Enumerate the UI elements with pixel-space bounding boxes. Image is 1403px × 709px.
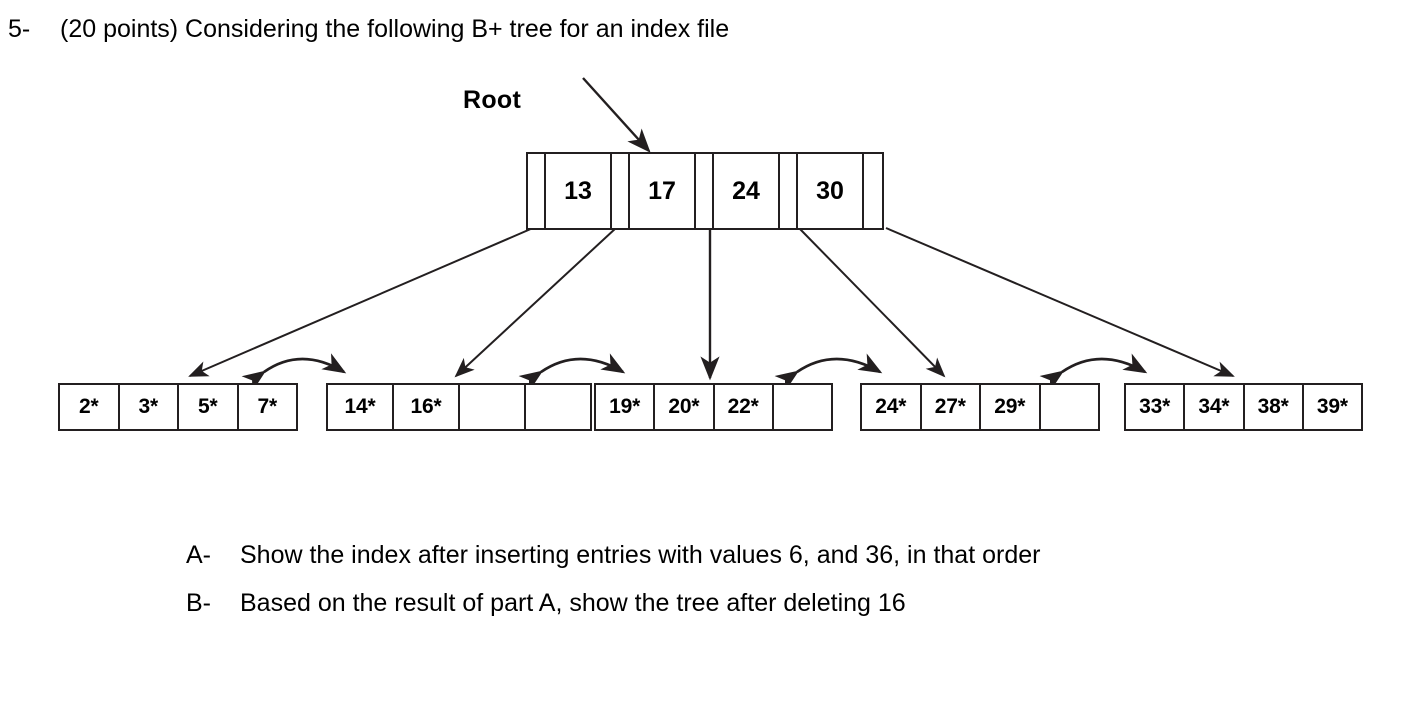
leaf-entry: 14* [328, 385, 394, 429]
sub-question-b-letter: B- [186, 589, 211, 617]
leaf-sibling-arrow-1-2 [241, 353, 347, 392]
root-pointer-cell-4 [864, 154, 882, 228]
leaf-sibling-arrow-3-4 [774, 353, 883, 392]
leaf-entry: 24* [862, 385, 922, 429]
root-pointer-arrow-4 [798, 227, 946, 378]
leaf-entry-empty [773, 385, 831, 429]
leaf-node-2: 14* 16* [326, 383, 592, 431]
leaf-entry-empty [526, 385, 590, 429]
sub-question-a: A- Show the index after inserting entrie… [186, 531, 1286, 579]
root-key-cell-3: 30 [798, 154, 864, 228]
sub-question-b: B- Based on the result of part A, show t… [186, 579, 1286, 627]
leaf-node-3: 19* 20* 22* [594, 383, 833, 431]
leaf-entry: 3* [119, 385, 179, 429]
root-key-cell-2: 24 [714, 154, 780, 228]
root-label: Root [463, 86, 522, 114]
leaf-entry-empty [460, 385, 526, 429]
leaf-entry: 29* [981, 385, 1041, 429]
root-pointer-cell-0 [528, 154, 546, 228]
sub-question-b-text: Based on the result of part A, show the … [240, 589, 906, 617]
root-pointer-cell-2 [696, 154, 714, 228]
sub-question-list: A- Show the index after inserting entrie… [186, 531, 1286, 627]
leaf-entry-empty [1040, 385, 1098, 429]
leaf-node-4: 24* 27* 29* [860, 383, 1100, 431]
leaf-node-5: 33* 34* 38* 39* [1124, 383, 1363, 431]
leaf-entry: 16* [394, 385, 460, 429]
root-key-cell-0: 13 [546, 154, 612, 228]
root-pointer-cell-3 [780, 154, 798, 228]
leaf-sibling-arrow-4-5 [1039, 353, 1148, 392]
root-node: 13 17 24 30 [526, 152, 884, 230]
leaf-entry: 20* [655, 385, 715, 429]
root-key-cell-1: 17 [630, 154, 696, 228]
leaf-entry: 7* [238, 385, 296, 429]
leaf-entry: 19* [596, 385, 656, 429]
sub-question-a-text: Show the index after inserting entries w… [240, 541, 1041, 569]
leaf-entry: 33* [1126, 385, 1186, 429]
leaf-entry: 2* [60, 385, 120, 429]
root-pointer-arrow-5 [885, 227, 1235, 377]
leaf-entry: 39* [1303, 385, 1361, 429]
root-pointer-arrow-2 [454, 227, 617, 378]
root-pointer-arrow-1 [188, 227, 534, 377]
leaf-sibling-arrow-2-3 [518, 353, 626, 392]
leaf-entry: 5* [179, 385, 239, 429]
root-callout-arrow [582, 77, 651, 153]
leaf-entry: 38* [1244, 385, 1304, 429]
leaf-entry: 22* [714, 385, 774, 429]
leaf-entry: 27* [921, 385, 981, 429]
sub-question-a-letter: A- [186, 541, 211, 569]
leaf-entry: 34* [1185, 385, 1245, 429]
question-text: (20 points) Considering the following B+… [60, 15, 730, 43]
question-number: 5- [8, 15, 31, 43]
root-pointer-cell-1 [612, 154, 630, 228]
leaf-node-1: 2* 3* 5* 7* [58, 383, 298, 431]
question-heading: 5- (20 points) Considering the following … [8, 12, 1348, 46]
